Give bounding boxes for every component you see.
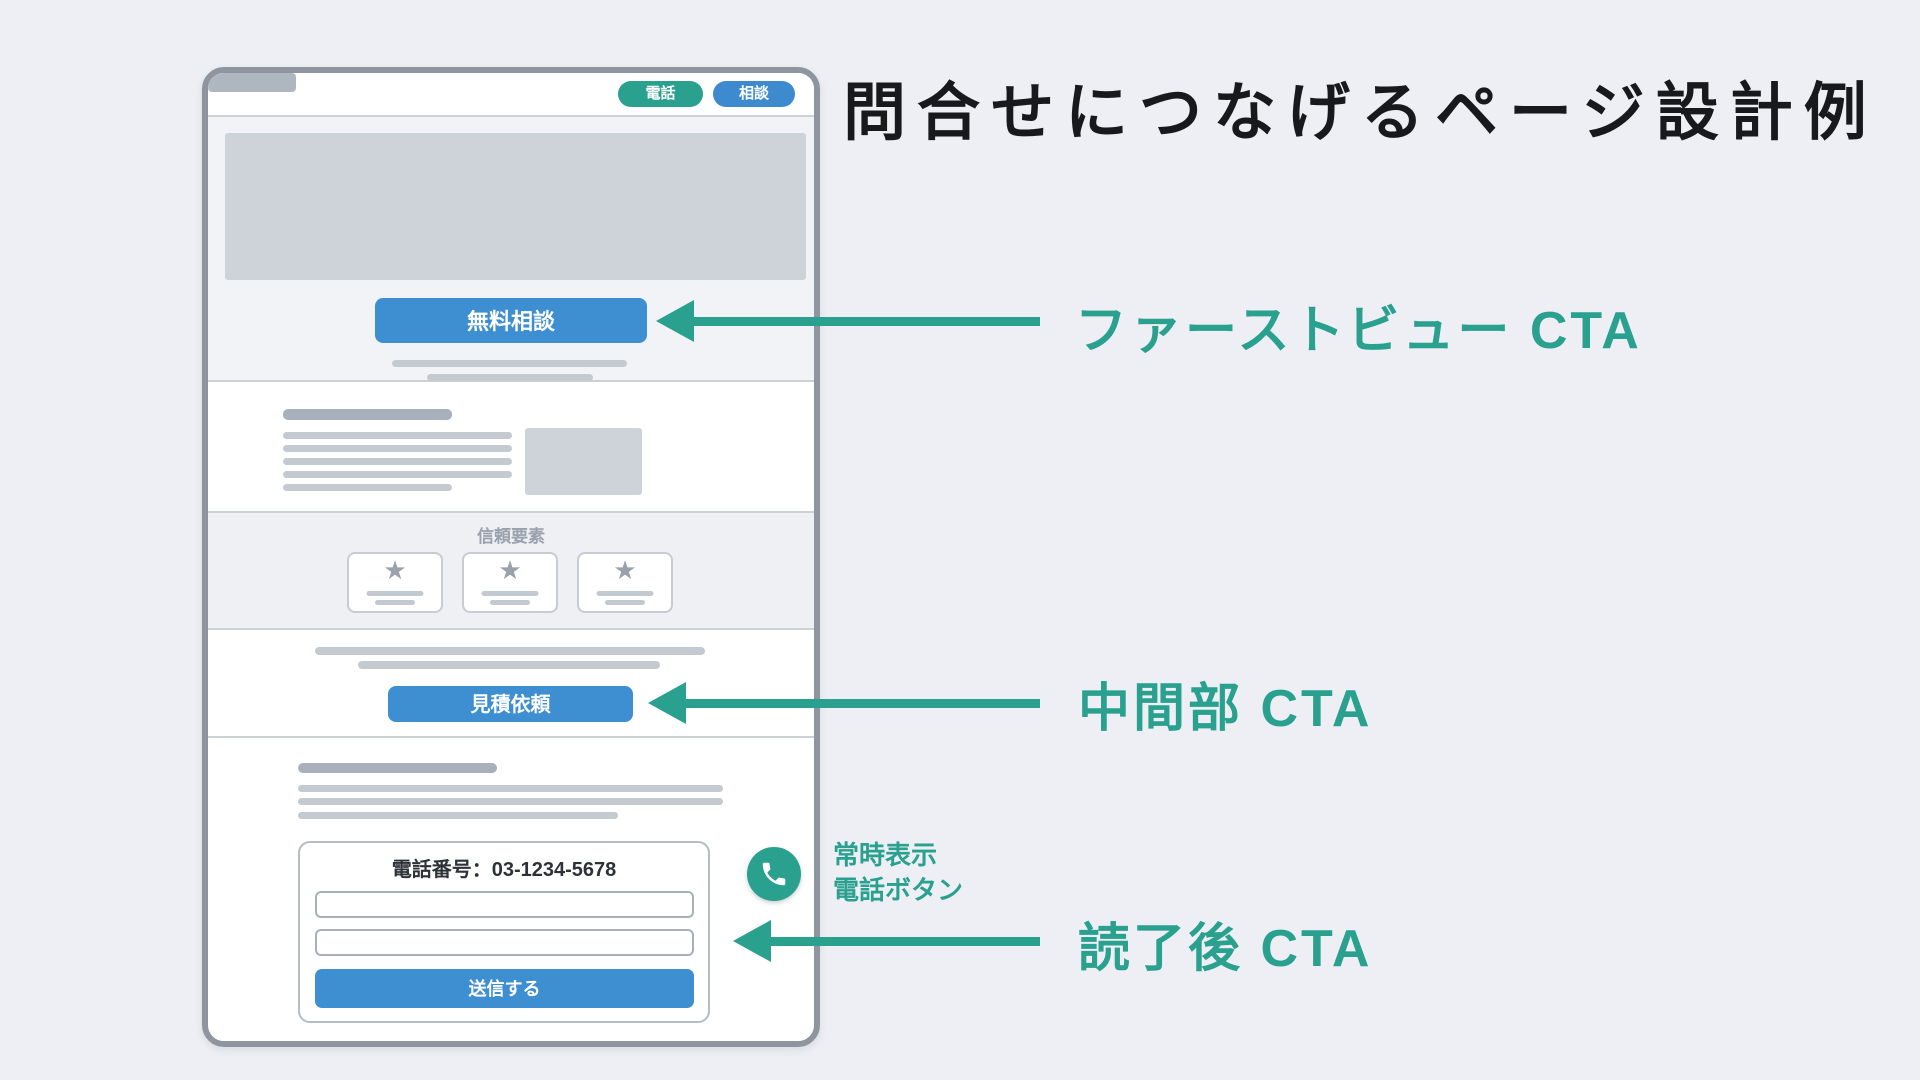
logo-placeholder [208, 73, 296, 92]
text-line-placeholder [283, 458, 512, 465]
text-line-placeholder [427, 374, 593, 381]
text-line-placeholder [392, 360, 627, 367]
phone-icon [762, 862, 786, 886]
page-wireframe: 電話 相談 無料相談 信頼要素 ★ [202, 67, 820, 1047]
phone-number-text: 電話番号：03-1234-5678 [391, 859, 617, 881]
text-line-placeholder [283, 484, 452, 491]
content-section [208, 382, 814, 513]
wireframe-header: 電話 相談 [208, 73, 814, 117]
trust-card: ★ [462, 552, 558, 613]
first-view-cta-label: ファーストビュー CTA [1075, 302, 1642, 360]
text-line-placeholder [490, 600, 530, 605]
heading-placeholder [283, 409, 452, 420]
text-line-placeholder [596, 591, 654, 596]
header-consult-button[interactable]: 相談 [713, 81, 795, 107]
hero-image-placeholder [225, 133, 806, 280]
star-icon: ★ [383, 555, 407, 585]
text-line-placeholder [375, 600, 415, 605]
arrow-first-view-icon [656, 300, 694, 342]
arrow-first-view-line [692, 317, 1040, 326]
text-line-placeholder [283, 445, 512, 452]
trust-card: ★ [347, 552, 443, 613]
free-consult-button[interactable]: 無料相談 [375, 298, 647, 343]
image-placeholder [525, 428, 642, 495]
text-line-placeholder [298, 812, 618, 819]
header-phone-button[interactable]: 電話 [618, 81, 703, 107]
mid-cta-label: 中間部 CTA [1078, 680, 1373, 738]
floating-phone-button[interactable] [747, 847, 801, 901]
text-line-placeholder [283, 471, 512, 478]
text-line-placeholder [366, 591, 424, 596]
text-line-placeholder [358, 661, 660, 669]
arrow-mid-cta-line [684, 699, 1040, 708]
trust-section: 信頼要素 ★ ★ ★ [208, 513, 814, 630]
text-line-placeholder [283, 432, 512, 439]
page-title: 問合せにつなげるページ設計例 [843, 78, 1878, 148]
mid-cta-section: 見積依頼 [208, 630, 814, 738]
star-icon: ★ [498, 555, 522, 585]
floating-phone-label-line2: 電話ボタン [833, 875, 964, 905]
text-line-placeholder [298, 798, 723, 805]
trust-card: ★ [577, 552, 673, 613]
arrow-after-read-icon [733, 920, 771, 962]
floating-phone-label-line1: 常時表示 [833, 840, 938, 870]
trust-heading: 信頼要素 [477, 527, 545, 546]
form-input-1[interactable] [315, 891, 694, 918]
heading-placeholder [298, 763, 497, 773]
arrow-mid-cta-icon [648, 682, 686, 724]
text-line-placeholder [605, 600, 645, 605]
floating-phone-label: 常時表示 電話ボタン [833, 838, 963, 908]
footer-section: 電話番号：03-1234-5678 送信する [208, 738, 814, 1041]
text-line-placeholder [315, 647, 705, 655]
submit-button[interactable]: 送信する [315, 969, 694, 1008]
text-line-placeholder [481, 591, 539, 596]
contact-form: 電話番号：03-1234-5678 送信する [298, 841, 710, 1023]
after-read-cta-label: 読了後 CTA [1078, 920, 1373, 978]
star-icon: ★ [613, 555, 637, 585]
quote-request-button[interactable]: 見積依頼 [388, 686, 633, 722]
arrow-after-read-line [769, 937, 1040, 946]
hero-section: 無料相談 [208, 117, 814, 382]
form-input-2[interactable] [315, 929, 694, 956]
text-line-placeholder [298, 785, 723, 792]
